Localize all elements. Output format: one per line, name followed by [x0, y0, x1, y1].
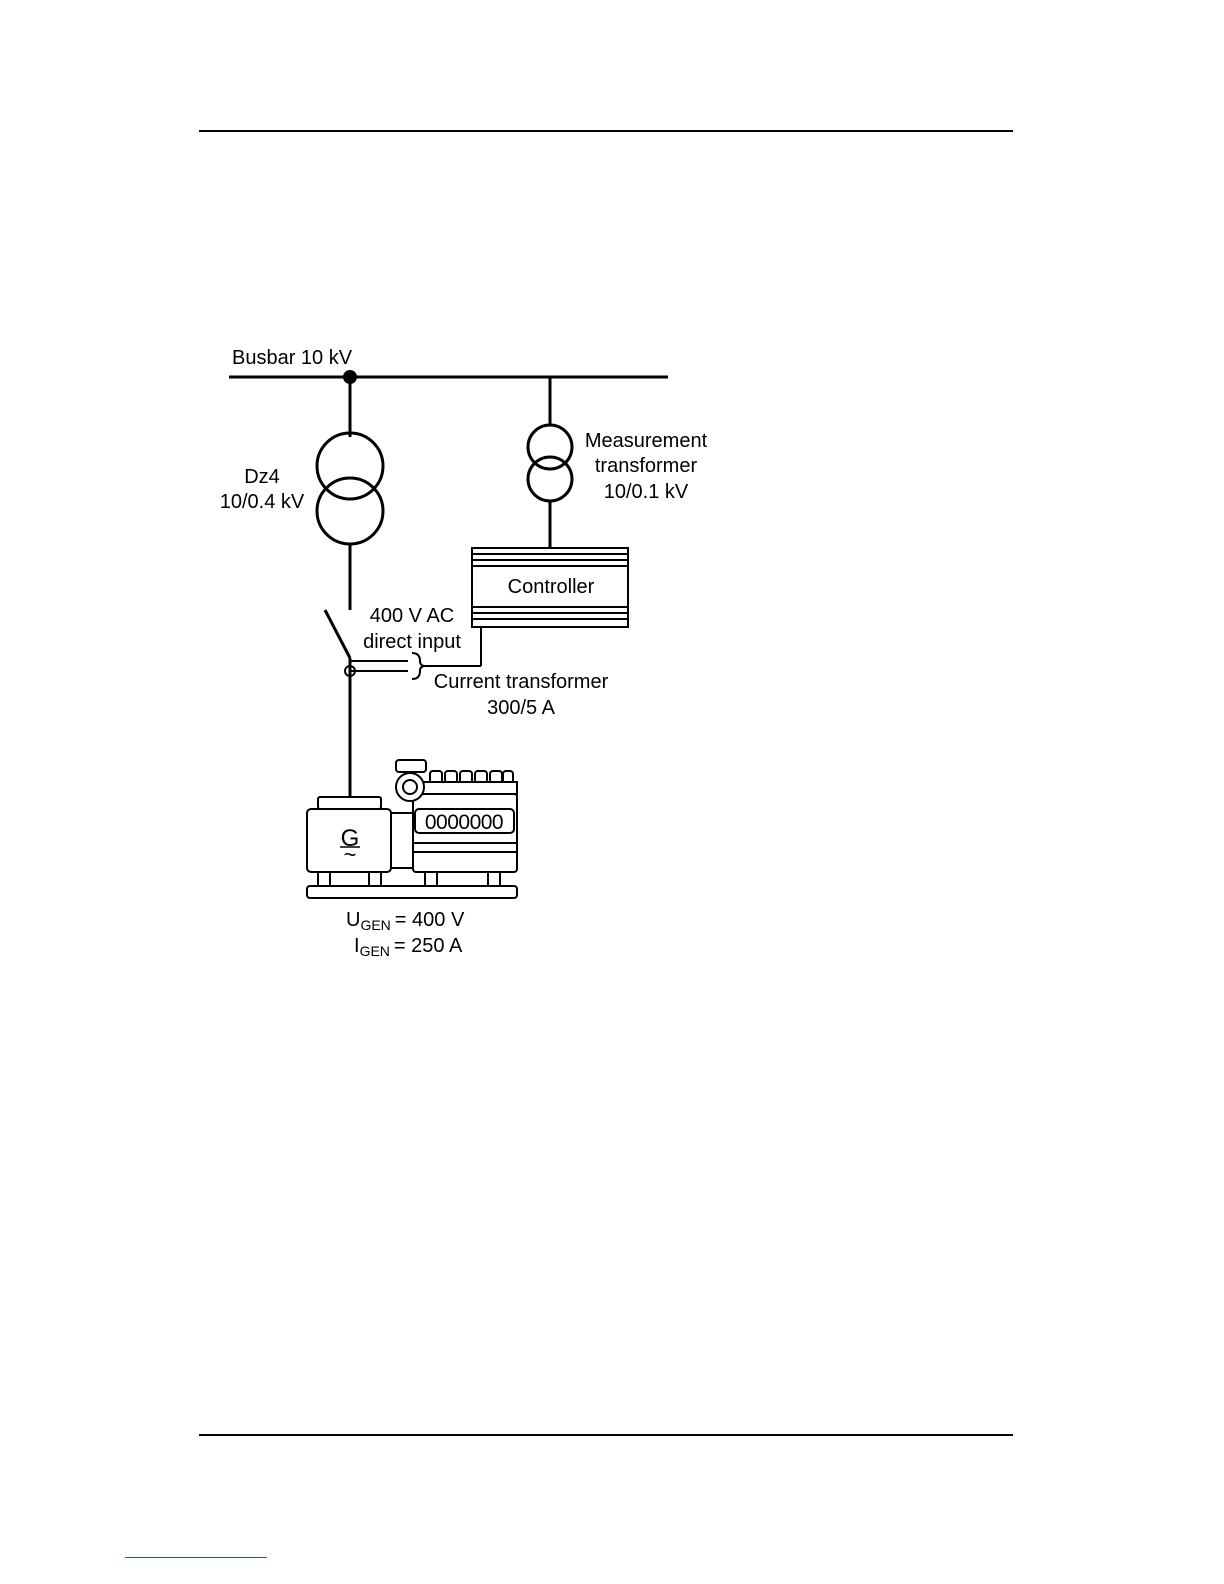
voltage-subscript: GEN [360, 917, 390, 933]
generator-voltage-rating: UGEN = 400 V [346, 909, 465, 933]
current-value: = 250 A [394, 935, 463, 957]
engine-cylinders-text: 0000000 [425, 811, 503, 834]
power-transformer-secondary-coil [317, 478, 383, 544]
direct-input-label-2: direct input [363, 631, 461, 653]
power-transformer-name: Dz4 [244, 466, 280, 488]
measurement-transformer-label-2: transformer [595, 455, 698, 477]
direct-input-label-1: 400 V AC [370, 605, 455, 627]
generator-ac-symbol: ~ [344, 842, 357, 867]
current-subscript: GEN [360, 943, 390, 959]
breaker-blade [325, 610, 350, 658]
ct-brace [412, 653, 425, 679]
measurement-transformer-label-1: Measurement [585, 430, 708, 452]
generator-current-rating: IGEN= 250 A [354, 935, 463, 959]
current-transformer-label-2: 300/5 A [487, 697, 556, 719]
current-transformer-label-1: Current transformer [434, 671, 609, 693]
controller-label: Controller [508, 576, 595, 598]
power-transformer-ratio: 10/0.4 kV [220, 491, 305, 513]
busbar-junction-dot [343, 370, 357, 384]
measurement-transformer-label-3: 10/0.1 kV [604, 481, 689, 503]
voltage-symbol: U [346, 909, 360, 931]
busbar-label: Busbar 10 kV [232, 347, 353, 369]
measurement-transformer-secondary-coil [528, 457, 572, 501]
voltage-value: = 400 V [395, 909, 465, 931]
